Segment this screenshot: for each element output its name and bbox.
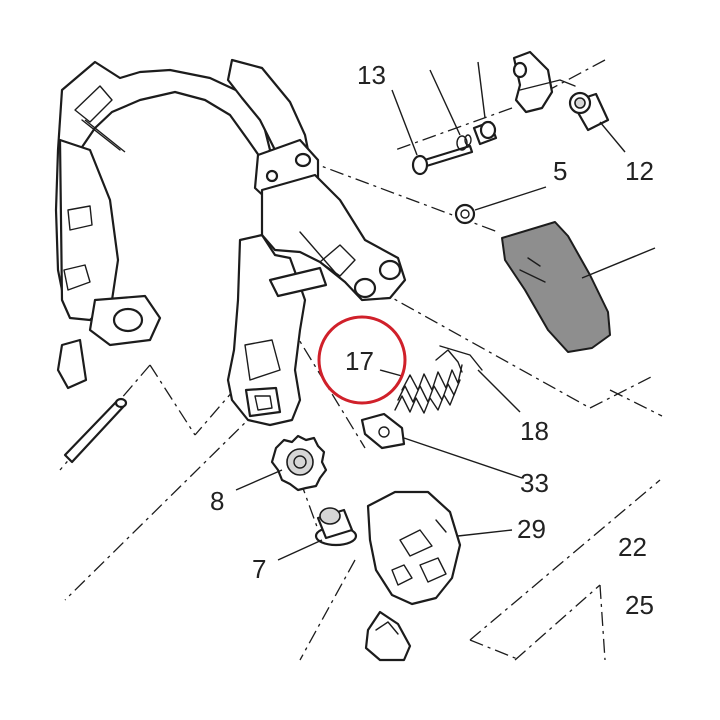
- label-8: 8: [210, 486, 224, 516]
- bottom-clip: [364, 610, 412, 662]
- label-17: 17: [345, 346, 374, 376]
- label-18: 18: [520, 416, 549, 446]
- part-33-clip: [360, 412, 406, 450]
- label-5: 5: [553, 156, 567, 186]
- part-29-cover: [366, 490, 462, 606]
- upper-right-bracket: [512, 50, 576, 114]
- pedal-pad: [501, 221, 611, 353]
- label-7: 7: [252, 554, 266, 584]
- label-25: 25: [625, 590, 654, 620]
- part-12-bushing: [568, 91, 610, 132]
- label-29: 29: [517, 514, 546, 544]
- left-frame: [54, 60, 272, 464]
- label-13: 13: [357, 60, 386, 90]
- part-17-spring: [394, 349, 463, 414]
- part-7-cap-nut: [314, 507, 358, 547]
- part-5-washer: [454, 203, 476, 225]
- part-labels: 13 5 12 17 18 33 8 29 7 22 25: [210, 60, 654, 620]
- part-18-wire: [439, 345, 483, 371]
- center-lines: [59, 59, 663, 661]
- pedal-bracket: [226, 58, 407, 427]
- label-22: 22: [618, 532, 647, 562]
- label-33: 33: [520, 468, 549, 498]
- part-8-gear: [270, 434, 328, 492]
- leader-lines: [235, 61, 656, 561]
- highlight-circle: [317, 315, 407, 405]
- part-13-bolt: [411, 120, 498, 176]
- label-12: 12: [625, 156, 654, 186]
